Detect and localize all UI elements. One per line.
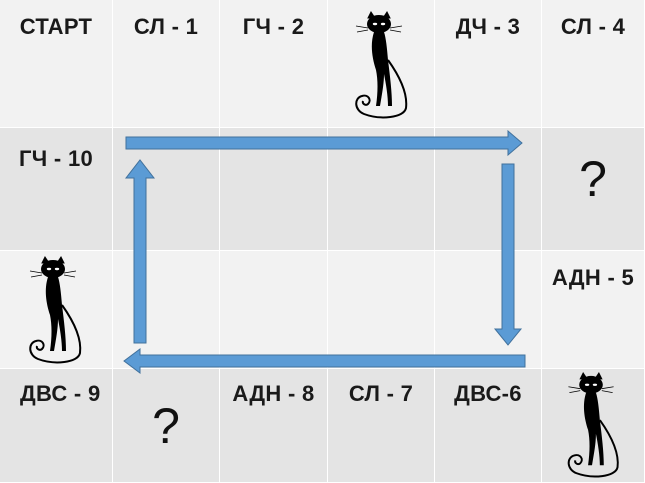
cell-label: СТАРТ (0, 14, 112, 40)
cell-3[interactable]: ДЧ - 3 (435, 0, 542, 128)
inner-cell (328, 128, 435, 251)
cat-icon (340, 10, 420, 122)
cell-label: СЛ - 7 (328, 381, 434, 407)
cell-4[interactable]: СЛ - 4 (542, 0, 645, 128)
cell-label: ДВС - 9 (0, 381, 112, 407)
inner-cell (435, 128, 542, 251)
inner-cell (220, 128, 328, 251)
inner-cell (435, 251, 542, 369)
cell-6[interactable]: ДВС-6 (435, 369, 542, 483)
cell-cat-top[interactable] (328, 0, 435, 128)
cat-icon (552, 371, 632, 481)
cell-5[interactable]: АДН - 5 (542, 251, 645, 369)
cell-1[interactable]: СЛ - 1 (113, 0, 220, 128)
cell-label: АДН - 5 (542, 265, 644, 291)
cell-2[interactable]: ГЧ - 2 (220, 0, 328, 128)
cell-label: СЛ - 4 (542, 14, 644, 40)
cell-question-bottom[interactable]: ? (113, 369, 220, 483)
cell-7[interactable]: СЛ - 7 (328, 369, 435, 483)
inner-cell (113, 251, 220, 369)
cell-label: СЛ - 1 (113, 14, 219, 40)
cell-label: ДЧ - 3 (435, 14, 541, 40)
cell-start[interactable]: СТАРТ (0, 0, 113, 128)
cat-icon (14, 255, 94, 367)
cell-label: ГЧ - 10 (0, 146, 112, 172)
cell-cat-left[interactable] (0, 251, 113, 369)
cell-label: АДН - 8 (220, 381, 327, 407)
cell-9[interactable]: ДВС - 9 (0, 369, 113, 483)
cell-8[interactable]: АДН - 8 (220, 369, 328, 483)
inner-cell (220, 251, 328, 369)
cell-label: ГЧ - 2 (220, 14, 327, 40)
cell-10[interactable]: ГЧ - 10 (0, 128, 113, 251)
question-mark: ? (542, 150, 644, 208)
question-mark: ? (113, 397, 219, 455)
cell-question-right[interactable]: ? (542, 128, 645, 251)
inner-cell (113, 128, 220, 251)
cell-label: ДВС-6 (435, 381, 541, 407)
inner-cell (328, 251, 435, 369)
cell-cat-bottom[interactable] (542, 369, 645, 483)
